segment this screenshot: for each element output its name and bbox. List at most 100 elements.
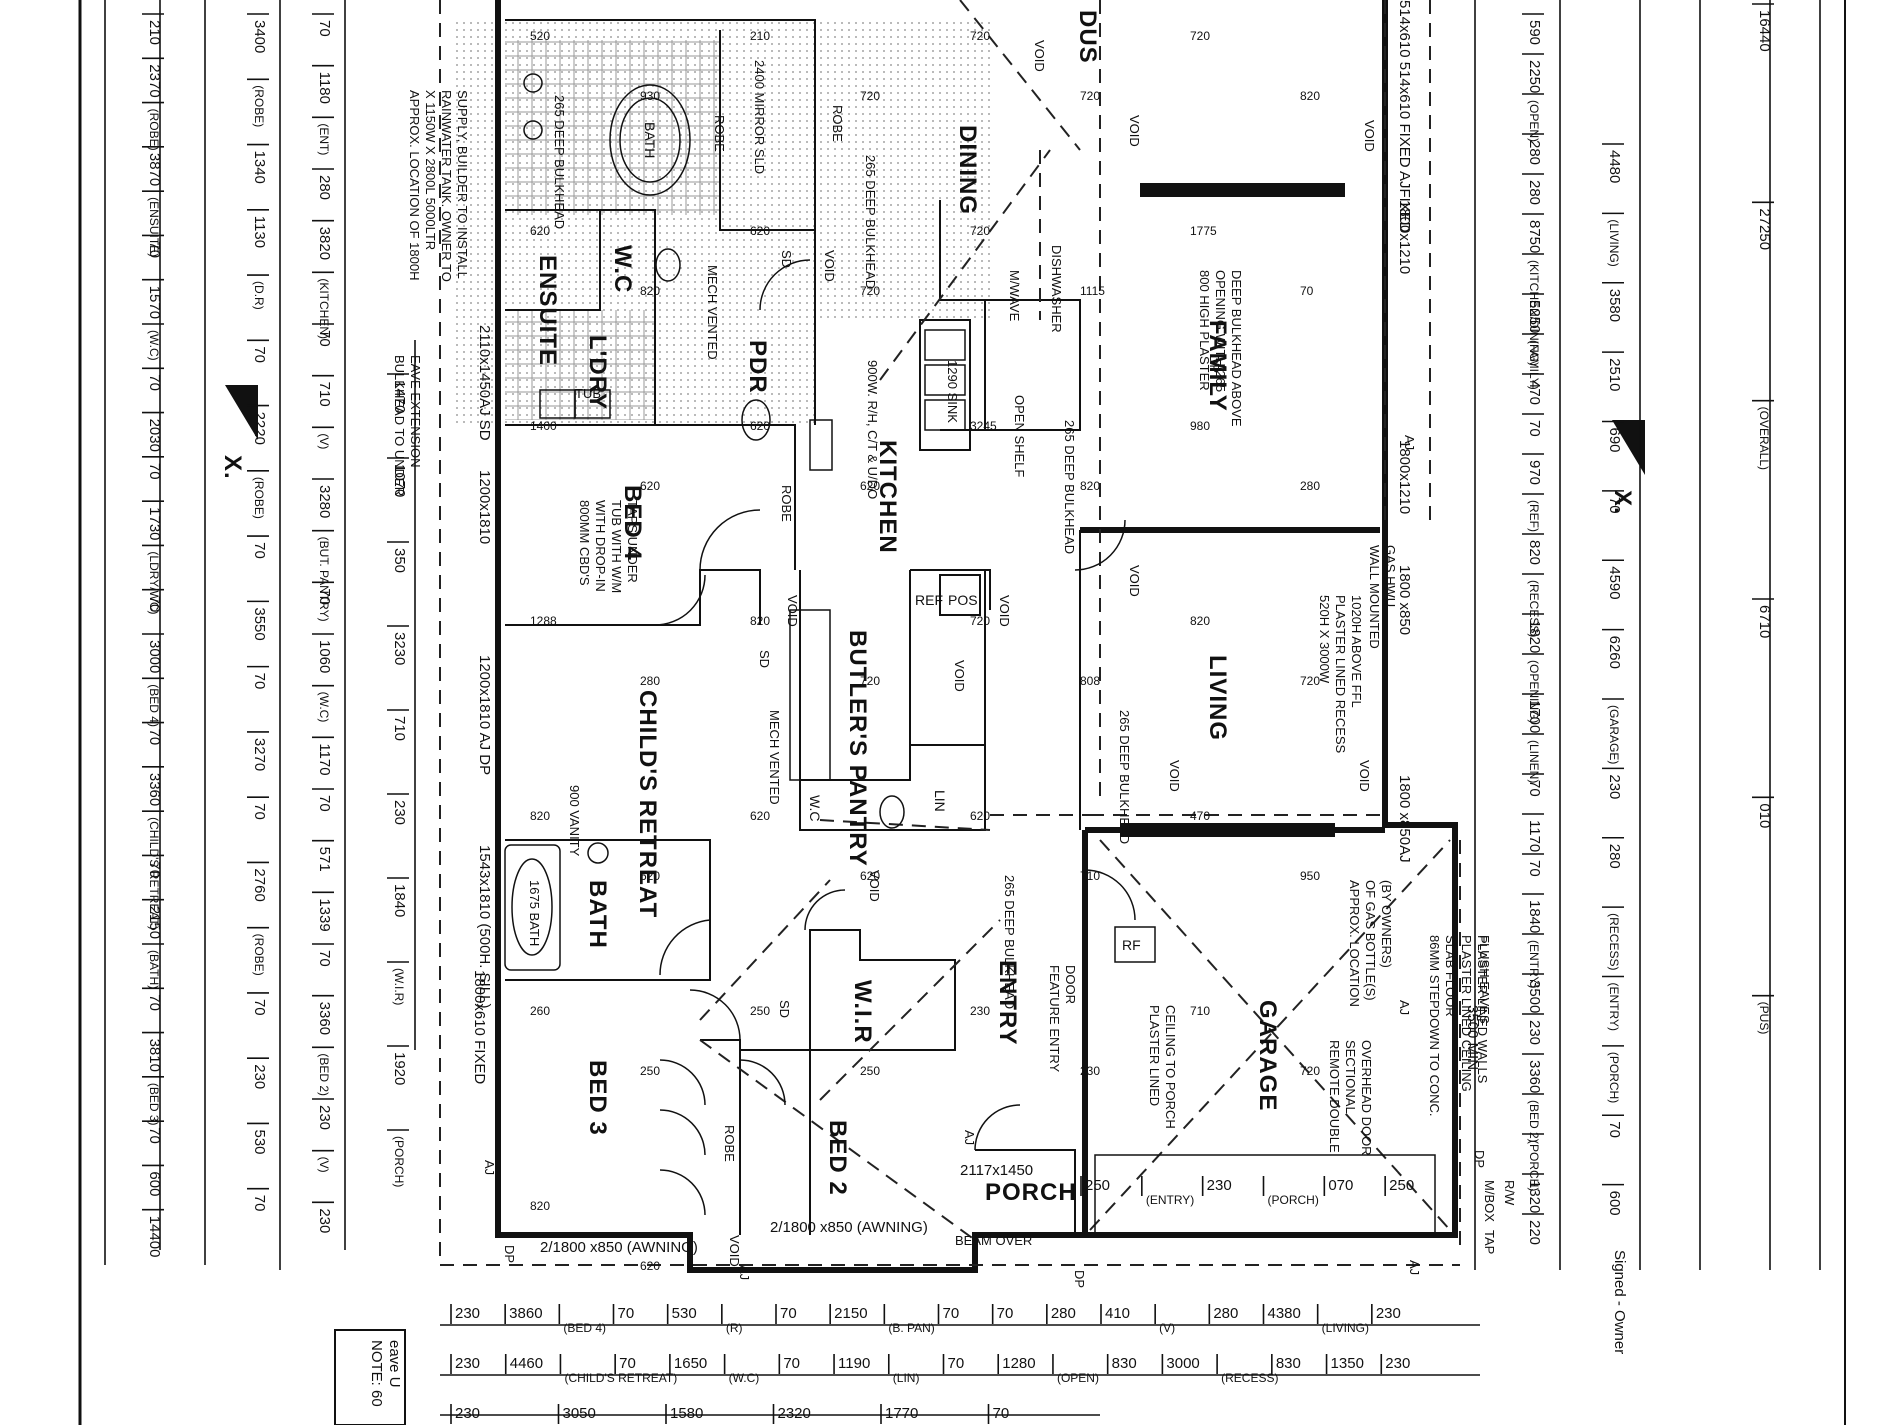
dim-internal-19: 620 xyxy=(860,479,880,493)
dim-left-a-23: 3810 xyxy=(146,1039,163,1072)
dim-left-c-15: 70 xyxy=(316,795,333,812)
dim-bottom-r1-17: 230 xyxy=(1376,1305,1401,1322)
dim-internal-36: 620 xyxy=(970,809,990,823)
dim-internal-31: 720 xyxy=(1300,674,1320,688)
svg-text:SD: SD xyxy=(757,650,772,668)
dim-internal-24: 1288 xyxy=(530,614,557,628)
dim-bottom-r1-9: 70 xyxy=(943,1305,960,1322)
dim-right-c-1: 27250 xyxy=(1756,208,1773,250)
dim-right-a-21: 70 xyxy=(1526,860,1543,877)
svg-text:VOID: VOID xyxy=(867,870,882,902)
dim-bottom-r2-5: (W.C) xyxy=(729,1371,760,1385)
svg-text:DOOR: DOOR xyxy=(1063,965,1078,1004)
dim-bottom-top-1: (ENTRY) xyxy=(1146,1193,1194,1207)
dim-right-a-19: 70 xyxy=(1526,780,1543,797)
svg-text:SD: SD xyxy=(779,250,794,268)
dim-left-c-17: 1339 xyxy=(316,898,333,931)
dimension-text-right: 5902250(OPEN)2802808750(KITCHEN/DINING)5… xyxy=(1522,3,1774,1245)
svg-text:SLAB FLOOR: SLAB FLOOR xyxy=(1443,935,1458,1017)
dim-right-a-29: 1320 xyxy=(1526,1180,1543,1213)
dim-internal-0: 520 xyxy=(530,29,550,43)
svg-text:DEEP BULKHEAD ABOVE: DEEP BULKHEAD ABOVE xyxy=(1229,270,1244,427)
dim-left-a-25: 70 xyxy=(146,1127,163,1144)
dim-bottom-r1-11: 280 xyxy=(1051,1305,1076,1322)
dim-bottom-r2-11: (OPEN) xyxy=(1057,1371,1099,1385)
dim-left-c-22: (V) xyxy=(317,1157,331,1173)
room-label-wc-ensuite: W.C xyxy=(609,245,636,293)
dim-internal-38: 470 xyxy=(1190,809,1210,823)
dim-right-a-11: 970 xyxy=(1526,460,1543,485)
dim-internal-8: 620 xyxy=(530,224,550,238)
svg-text:2/1800 x850 (AWNING): 2/1800 x850 (AWNING) xyxy=(770,1219,928,1236)
svg-text:1020H ABOVE FFL: 1020H ABOVE FFL xyxy=(1349,595,1364,708)
dim-left-d-7: (W.I.R) xyxy=(392,968,406,1005)
dim-left-a-6: 1570 xyxy=(146,286,163,319)
dim-internal-48: 820 xyxy=(530,1199,550,1213)
svg-text:1800 x850AJ: 1800 x850AJ xyxy=(1396,775,1413,863)
svg-text:NOTE: 60: NOTE: 60 xyxy=(368,1340,385,1407)
note-sink: 1290 SINK xyxy=(945,360,960,423)
dim-left-c-8: (V) xyxy=(317,433,331,449)
svg-text:AJ: AJ xyxy=(1397,1000,1412,1015)
svg-text:VOID: VOID xyxy=(785,595,800,627)
dim-right-a-4: 280 xyxy=(1526,180,1543,205)
dim-right-a-17: 1700 xyxy=(1526,700,1543,733)
room-label-dus: DUS xyxy=(1074,10,1101,64)
note-box-text: NOTE: 60 eave U xyxy=(368,1340,403,1407)
dim-left-a-16: 70 xyxy=(146,729,163,746)
svg-text:AJ: AJ xyxy=(1407,1260,1422,1275)
room-label-bath: BATH xyxy=(584,880,611,949)
svg-text:CEILING TO PORCH: CEILING TO PORCH xyxy=(1163,1005,1178,1129)
svg-text:1800x610 FIXED: 1800x610 FIXED xyxy=(471,970,488,1084)
dim-left-c-23: 230 xyxy=(316,1208,333,1233)
svg-text:1800x1210: 1800x1210 xyxy=(1396,200,1413,274)
room-label-dining: DINING xyxy=(954,125,981,215)
room-labels: DINING FAMILY KITCHEN LIVING GARAGE BED … xyxy=(534,10,1281,1206)
note-bed4-robe: 800MM CBD'S WITH DROP-IN TUB WITH W/M TA… xyxy=(577,500,640,593)
svg-text:800 HIGH PLASTER: 800 HIGH PLASTER xyxy=(1197,270,1212,391)
dim-left-c-10: (BUT. PANTRY) xyxy=(317,537,331,622)
svg-text:ROBE: ROBE xyxy=(779,485,794,522)
dim-internal-41: 250 xyxy=(640,1064,660,1078)
svg-text:SUPPLY, BUILDER TO INSTALL: SUPPLY, BUILDER TO INSTALL xyxy=(455,90,470,279)
room-label-pwdr: PDR xyxy=(744,340,771,394)
dim-left-b-3: 1130 xyxy=(251,216,268,248)
dim-internal-22: 980 xyxy=(1190,419,1210,433)
dim-left-a-1: 2370 xyxy=(146,64,163,97)
svg-text:1800 x850: 1800 x850 xyxy=(1396,565,1413,635)
svg-text:APPROX. LOCATION: APPROX. LOCATION xyxy=(1347,880,1362,1007)
note-tub: TUB xyxy=(575,386,601,401)
dim-internal-15: 70 xyxy=(1300,284,1314,298)
note-mirror: 2400 MIRROR SLD xyxy=(752,60,767,174)
dim-left-b-16: 230 xyxy=(251,1064,268,1089)
dim-left-c-18: 70 xyxy=(316,950,333,967)
note-tap: TAP xyxy=(1482,1230,1497,1254)
dim-internal-49: 620 xyxy=(640,1259,660,1273)
svg-text:RAINWATER TANK. OWNER TO: RAINWATER TANK. OWNER TO xyxy=(439,90,454,282)
dim-left-b-15: 70 xyxy=(251,999,268,1016)
svg-text:OVERHEAD DOOR: OVERHEAD DOOR xyxy=(1359,1040,1374,1156)
dim-right-b-5: 70 xyxy=(1606,497,1623,514)
dim-internal-3: 720 xyxy=(860,89,880,103)
dim-left-b-11: 3270 xyxy=(251,738,268,771)
dim-bottom-r2-17: 230 xyxy=(1385,1355,1410,1372)
dim-internal-30: 820 xyxy=(1190,614,1210,628)
dim-left-c-14: 1170 xyxy=(316,743,333,775)
svg-text:GAS HWU: GAS HWU xyxy=(1383,545,1398,607)
dimension-lines-right xyxy=(1474,0,1821,1270)
dim-bottom-r1-6: 70 xyxy=(780,1305,797,1322)
dim-bottom-r2-6: 70 xyxy=(783,1355,800,1372)
dim-internal-35: 620 xyxy=(860,869,880,883)
dim-internal-7: 820 xyxy=(1300,89,1320,103)
dim-right-b-9: 230 xyxy=(1606,774,1623,799)
dim-right-a-22: 1840 xyxy=(1526,900,1543,933)
dim-internal-34: 620 xyxy=(750,809,770,823)
note-feature-door: FEATURE ENTRY DOOR xyxy=(1047,965,1078,1072)
svg-text:AJ: AJ xyxy=(1402,435,1417,450)
room-label-wir: W.I.R xyxy=(849,980,876,1044)
dim-bottom-r3-3: 2320 xyxy=(778,1405,811,1422)
dim-right-a-0: 590 xyxy=(1526,20,1543,45)
dim-bottom-r2-10: 1280 xyxy=(1002,1355,1035,1372)
dim-right-b-4: 690 xyxy=(1606,428,1623,453)
note-mech-vented-2: MECH VENTED xyxy=(767,710,782,805)
